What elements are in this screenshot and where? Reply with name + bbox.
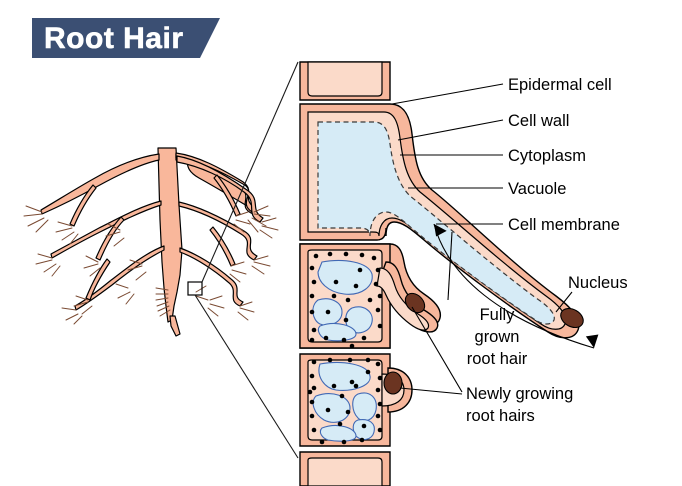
secondary-root-left-c bbox=[85, 258, 111, 301]
secondary-root-left-a bbox=[69, 184, 97, 227]
label-cell-wall: Cell wall bbox=[508, 112, 569, 130]
vacuole-third-a bbox=[318, 361, 371, 391]
cytoplasm-bottom bbox=[307, 457, 383, 486]
magnification-line-top bbox=[201, 61, 299, 283]
arrowhead-upper bbox=[434, 224, 447, 237]
title-banner: Root Hair bbox=[32, 18, 220, 58]
label-leader-lines bbox=[391, 83, 599, 395]
vacuole-main bbox=[317, 121, 555, 325]
label-fully-grown-line3: root hair bbox=[467, 350, 528, 368]
root-system-illustration bbox=[23, 147, 279, 337]
root-tip bbox=[169, 315, 181, 337]
epidermal-cell-top-partial bbox=[299, 61, 391, 101]
secondary-root-left-b bbox=[95, 216, 125, 261]
cytoplasm-bud-second bbox=[376, 267, 430, 331]
taproot bbox=[157, 147, 183, 323]
leader-fully-grown bbox=[447, 231, 453, 301]
epidermal-cell-bottom-partial bbox=[299, 451, 391, 486]
magnification-line-bottom bbox=[194, 294, 299, 459]
magnification-lines bbox=[194, 61, 299, 459]
secondary-root-right-b bbox=[209, 226, 236, 267]
arrowhead-lower bbox=[585, 334, 599, 348]
nucleus-third-cell bbox=[383, 371, 403, 395]
label-newly-growing-line1: Newly growing bbox=[466, 385, 573, 403]
fine-rootlets-left bbox=[23, 205, 147, 325]
fine-rootlets-right bbox=[195, 205, 279, 321]
lateral-root-lower-left bbox=[74, 245, 165, 311]
leader-epidermal-cell bbox=[391, 83, 504, 105]
label-epidermal-cell: Epidermal cell bbox=[508, 76, 612, 94]
epidermal-cell-main bbox=[299, 103, 584, 339]
epidermal-cell-second bbox=[299, 243, 442, 349]
root-hair-extent-arrow bbox=[433, 223, 599, 349]
title-banner-label: Root Hair bbox=[44, 22, 184, 55]
root-hair-zone-on-tip bbox=[155, 287, 171, 317]
label-fully-grown-line2: grown bbox=[475, 328, 520, 346]
leader-newly-growing-b bbox=[399, 387, 463, 395]
vacuole-third-d bbox=[352, 419, 375, 441]
leader-newly-growing-a bbox=[411, 306, 463, 393]
title-banner-shape bbox=[32, 18, 220, 58]
label-vacuole: Vacuole bbox=[508, 180, 566, 198]
label-cell-membrane: Cell membrane bbox=[508, 216, 620, 234]
label-fully-grown-line1: Fully bbox=[480, 306, 516, 324]
vacuole-third-c bbox=[352, 392, 377, 422]
granules-second-cell bbox=[309, 251, 383, 349]
lateral-root-lower-right bbox=[179, 247, 244, 307]
leader-cell-wall bbox=[397, 119, 504, 141]
lateral-root-mid-right bbox=[178, 201, 258, 261]
lateral-root-upper-left bbox=[40, 153, 160, 215]
label-nucleus: Nucleus bbox=[568, 274, 628, 292]
secondary-root-right-a bbox=[213, 174, 241, 217]
nucleus-root-hair-tip bbox=[560, 307, 584, 329]
label-newly-growing-line2: root hairs bbox=[466, 407, 535, 425]
label-cytoplasm: Cytoplasm bbox=[508, 147, 586, 165]
magnified-cell-column bbox=[299, 61, 584, 486]
lateral-root-right-major bbox=[176, 155, 264, 223]
epidermal-cell-third bbox=[299, 353, 413, 447]
leader-nucleus bbox=[555, 291, 573, 313]
cytoplasm-top bbox=[307, 61, 383, 97]
granules-third-cell bbox=[307, 357, 383, 445]
vacuole-second-d bbox=[317, 323, 357, 342]
vacuole-third-b bbox=[312, 393, 351, 423]
diagram-labels: Epidermal cell Cell wall Cytoplasm Vacuo… bbox=[466, 76, 628, 425]
root-hair-arrow-curve bbox=[433, 223, 595, 349]
nucleus-second-cell bbox=[404, 292, 426, 314]
magnification-callout-box bbox=[187, 281, 203, 296]
